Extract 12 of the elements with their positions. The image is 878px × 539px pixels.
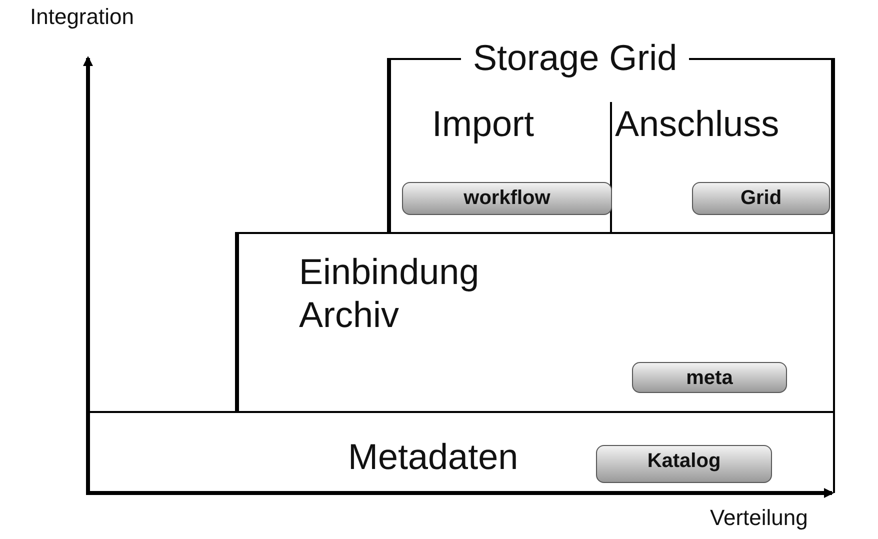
layer-region: [235, 232, 835, 411]
keyword-tag: Grid: [692, 182, 830, 215]
layer-title: Anschluss: [615, 102, 780, 146]
keyword-tag: workflow: [402, 182, 612, 215]
layer-title: Import: [432, 102, 534, 146]
axis-label: Verteilung: [710, 505, 808, 531]
keyword-tag: meta: [632, 362, 787, 393]
layer-title: Metadaten: [348, 435, 518, 478]
layer-region: [88, 411, 835, 493]
keyword-tag: Katalog: [596, 445, 772, 483]
layer-title: Einbindung Archiv: [299, 250, 480, 336]
axis-label: Integration: [30, 4, 134, 30]
